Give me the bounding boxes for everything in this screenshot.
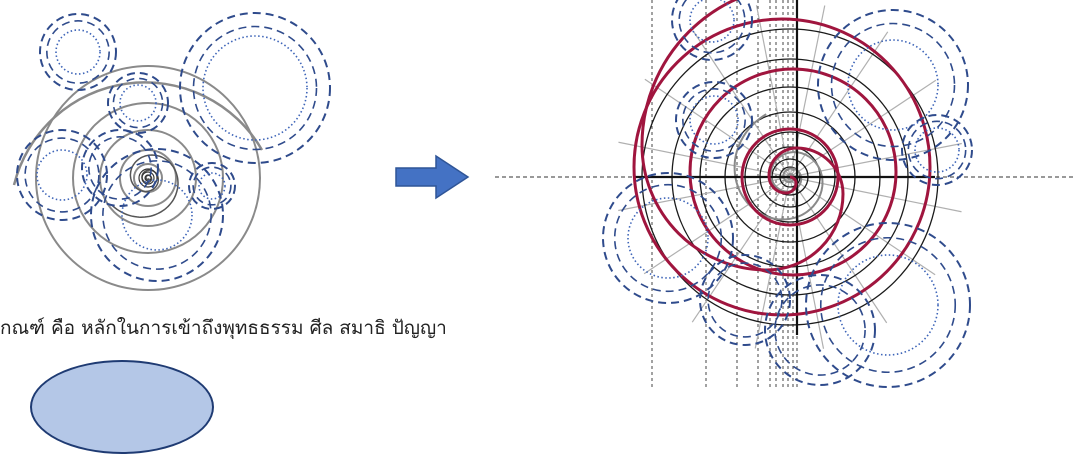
dashed-circle-inner (112, 77, 164, 129)
dotted-circle (55, 29, 101, 75)
dashed-circle-inner (613, 183, 723, 293)
dashed-circle-inner (24, 137, 100, 213)
dotted-circle (837, 254, 939, 356)
radial-spoke (644, 78, 791, 178)
dashed-circle-inner (46, 20, 110, 84)
dotted-circle (121, 179, 193, 251)
radial-spoke (643, 176, 791, 275)
radial-spoke (789, 176, 962, 213)
dashed-circle (90, 148, 224, 282)
dashed-circle-inner (830, 22, 956, 148)
bubble-shape (30, 360, 214, 454)
gray-ring (35, 65, 261, 291)
caption-text: กณฑ์ คือ หลักในการเข้าถึงพุทธธรรม ศีล สม… (0, 317, 447, 339)
red-ring (632, 17, 932, 317)
red-ring (688, 67, 898, 277)
dashed-circle (39, 13, 117, 91)
dotted-circle (627, 197, 709, 279)
dotted-circle (36, 149, 88, 201)
dashed-circle-inner (707, 262, 783, 338)
gray-ring (99, 129, 197, 227)
dashed-circle (817, 9, 969, 161)
red-spiral (640, 0, 845, 272)
radial-spoke (789, 176, 888, 324)
dashed-circle (16, 129, 108, 221)
dashed-circle (179, 12, 331, 164)
inner-spiral (111, 154, 179, 218)
dashed-circle (901, 114, 973, 186)
dotted-circle (847, 39, 939, 131)
dashed-circle-inner (192, 166, 232, 206)
dotted-circle (689, 0, 735, 43)
radial-spoke (618, 141, 791, 178)
dashed-circle-inner (102, 160, 212, 270)
dotted-circle (202, 35, 308, 141)
core-ring (138, 168, 158, 188)
dashed-circle (699, 254, 791, 346)
outer-gray-arc (12, 81, 264, 186)
dashed-circle (764, 274, 876, 386)
dashed-circle-inner (907, 120, 967, 180)
dashed-circle (107, 72, 169, 134)
radial-spoke (789, 31, 889, 178)
dashed-circle (805, 222, 971, 388)
core-ring (141, 171, 155, 185)
dashed-circle-inner (819, 236, 957, 374)
dashed-circle (671, 0, 753, 61)
dashed-circle (81, 129, 159, 207)
radial-spoke (692, 30, 791, 178)
dotted-circle (914, 127, 960, 173)
left-spiral-figure (12, 12, 331, 291)
dashed-circle-inner (192, 25, 318, 151)
radial-spoke (755, 5, 791, 178)
dashed-circle-inner (682, 88, 746, 152)
diagram-canvas (12, 0, 1076, 389)
radial-spoke (789, 176, 936, 276)
dashed-circle (188, 162, 236, 210)
red-ring (740, 127, 840, 227)
radial-spoke (789, 142, 962, 178)
dashed-circle-inner (88, 136, 152, 200)
dotted-circle (119, 84, 157, 122)
dashed-circle-inner (774, 284, 866, 376)
radial-spoke (789, 176, 825, 349)
dashed-circle-inner (678, 0, 746, 54)
dashed-circle (602, 172, 734, 304)
right-arrow-icon (395, 154, 470, 200)
dotted-circle (689, 95, 739, 145)
dotted-circle (198, 172, 226, 200)
dashed-circle (675, 81, 753, 159)
right-spiral-figure (495, 0, 1076, 389)
radial-spoke (754, 176, 791, 349)
